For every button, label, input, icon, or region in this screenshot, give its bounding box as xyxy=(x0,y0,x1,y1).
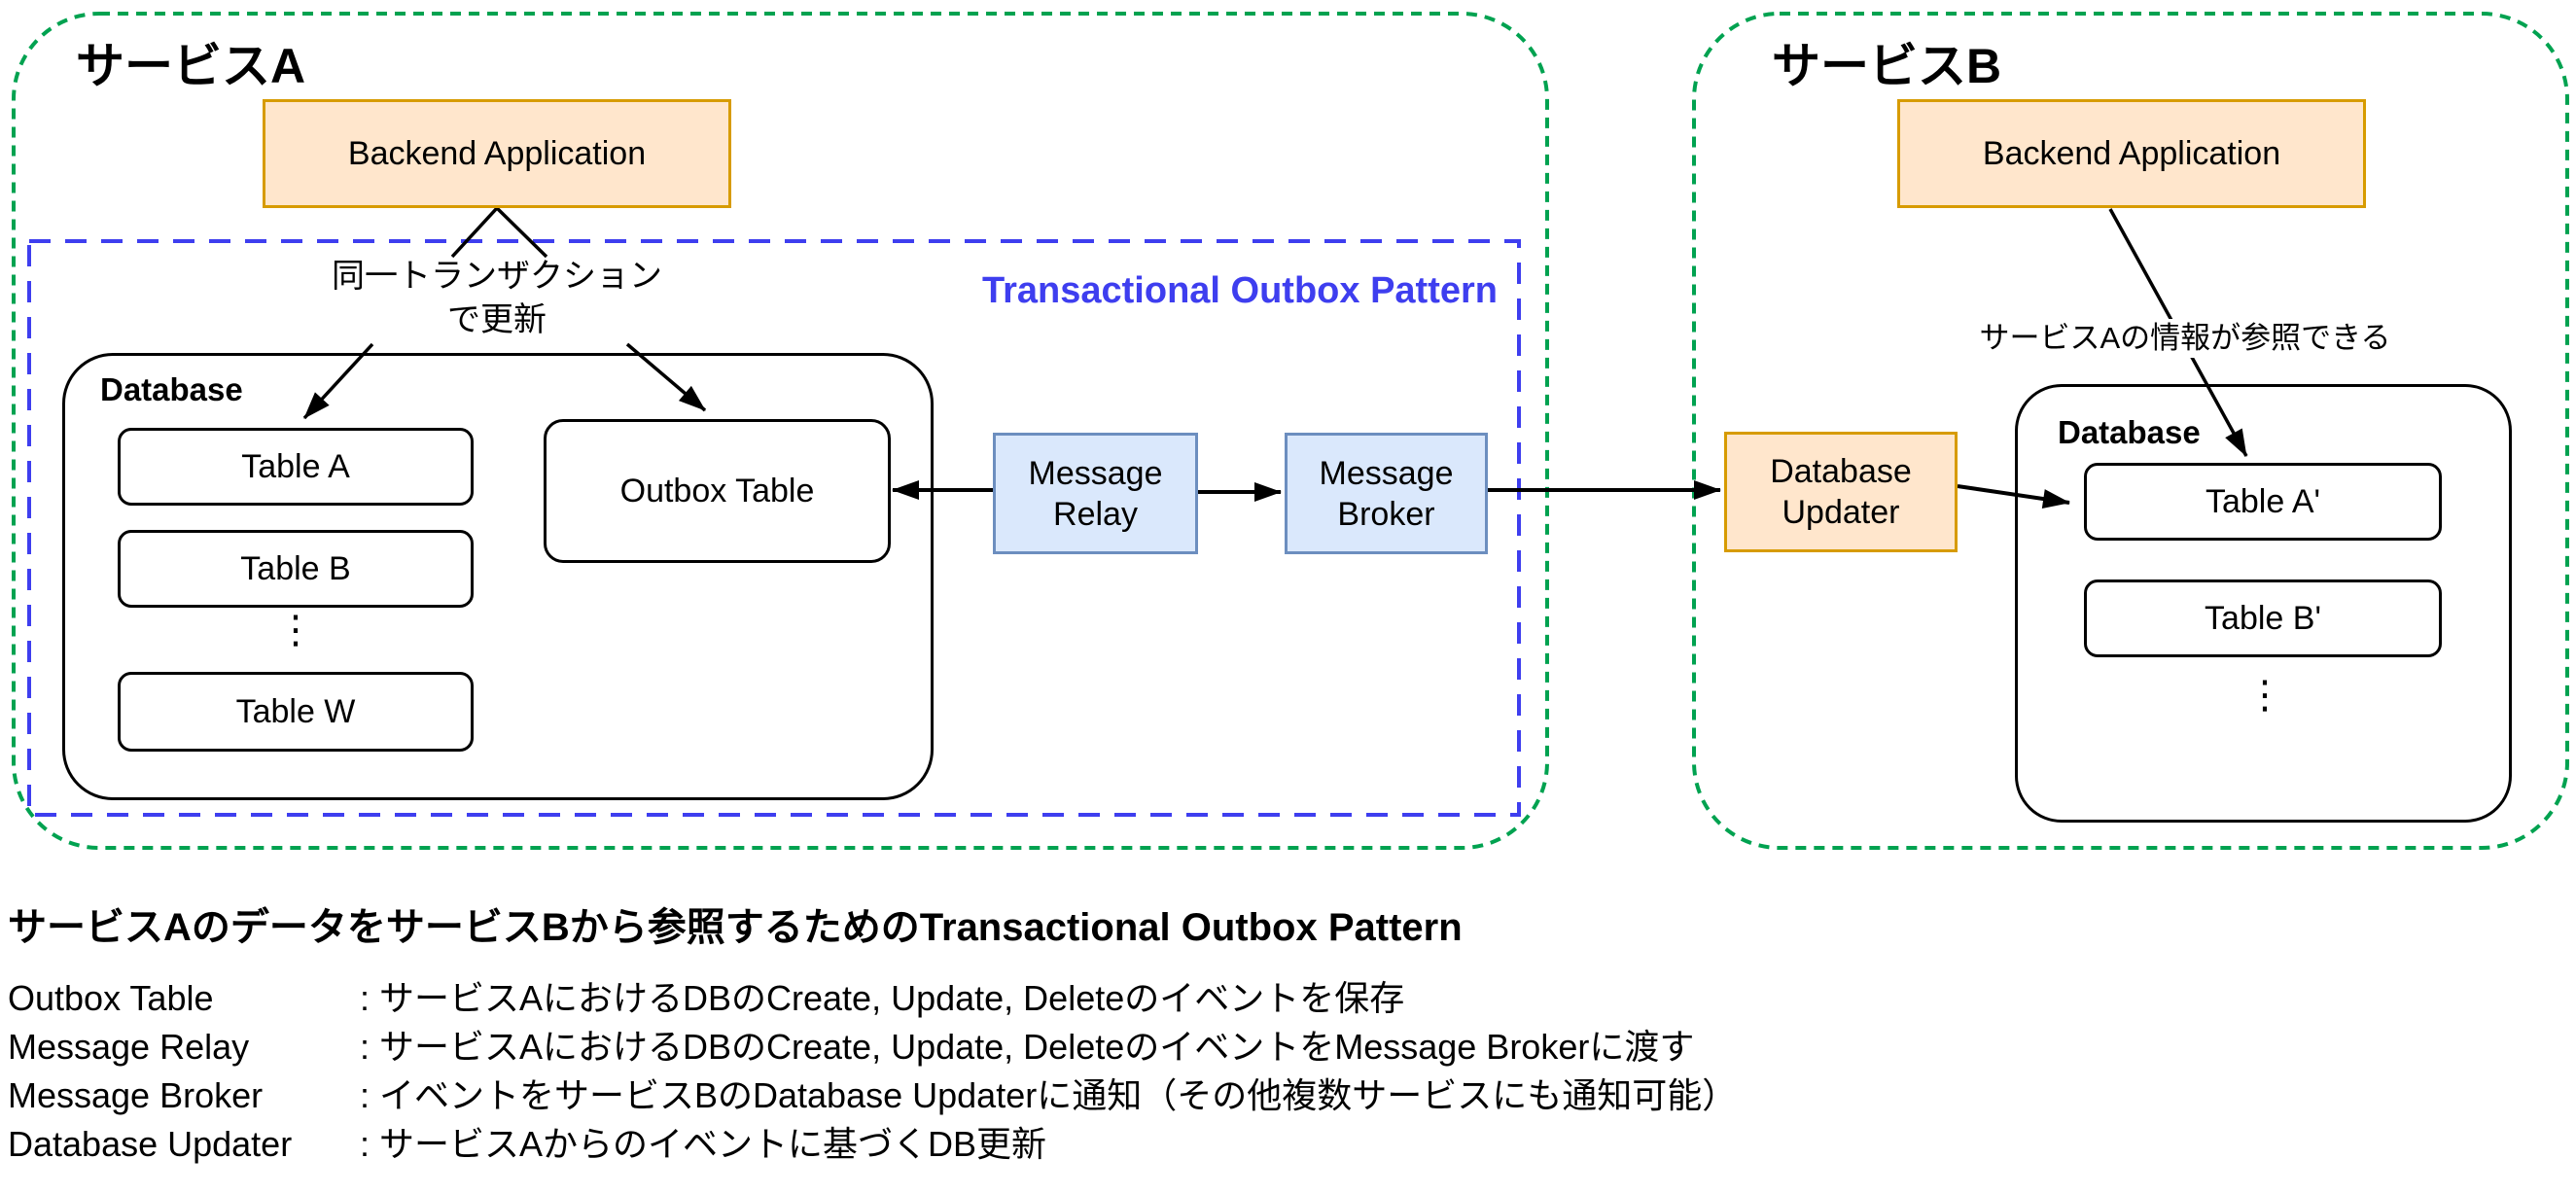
service-a-title: サービスA xyxy=(76,39,306,93)
definition-row-message-relay: Message Relay : サービスAにおけるDBのCreate, Upda… xyxy=(8,1023,2565,1071)
table-a-prime-node: Table A' xyxy=(2084,463,2442,541)
database-b-container: Database Table A' Table B' ⋮ xyxy=(2015,384,2512,823)
backend-application-a-node: Backend Application xyxy=(263,99,731,208)
reference-note: サービスAの情報が参照できる xyxy=(1971,319,2399,358)
definition-row-database-updater: Database Updater : サービスAからのイベントに基づくDB更新 xyxy=(8,1120,2565,1169)
database-a-container: Database Table A Table B ⋮ Table W Outbo… xyxy=(62,353,934,800)
transaction-note: 同一トランザクション で更新 xyxy=(332,258,662,338)
tables-ellipsis-a: ⋮ xyxy=(276,609,315,651)
database-updater-node: Database Updater xyxy=(1724,432,1958,552)
table-a-prime-label: Table A' xyxy=(2205,483,2321,520)
definition-row-outbox-table: Outbox Table : サービスAにおけるDBのCreate, Updat… xyxy=(8,974,2565,1023)
definition-description: : サービスAからのイベントに基づくDB更新 xyxy=(360,1124,1047,1164)
definition-term: Message Relay xyxy=(8,1027,250,1067)
database-b-title: Database xyxy=(2058,414,2201,450)
fork-line-right xyxy=(495,206,548,259)
outbox-pattern-boundary xyxy=(27,239,1521,817)
message-broker-label: Message Broker xyxy=(1319,454,1454,533)
backend-application-a-label: Backend Application xyxy=(347,135,647,172)
caption-title: サービスAのデータをサービスBから参照するためのTransactional Ou… xyxy=(8,906,1463,949)
table-b-node: Table B xyxy=(118,530,474,608)
table-w-node: Table W xyxy=(118,672,474,752)
outbox-table-label: Outbox Table xyxy=(619,473,815,509)
definition-description: : イベントをサービスBのDatabase Updaterに通知（その他複数サー… xyxy=(360,1075,1738,1115)
table-a-node: Table A xyxy=(118,428,474,506)
arrow-updater-to-table-a2 xyxy=(1957,484,2070,509)
fork-line-left xyxy=(450,206,499,259)
outbox-table-node: Outbox Table xyxy=(544,419,891,563)
table-b-label: Table B xyxy=(240,550,351,587)
outbox-pattern-title: Transactional Outbox Pattern xyxy=(982,270,1498,311)
definition-description: : サービスAにおけるDBのCreate, Update, Deleteのイベン… xyxy=(360,978,1405,1018)
message-broker-node: Message Broker xyxy=(1285,433,1488,554)
definition-description: : サービスAにおけるDBのCreate, Update, Deleteのイベン… xyxy=(360,1027,1695,1067)
database-a-title: Database xyxy=(100,371,243,407)
service-a-boundary xyxy=(12,12,1549,850)
definition-term: Database Updater xyxy=(8,1124,293,1164)
table-b-prime-node: Table B' xyxy=(2084,579,2442,657)
service-b-title: サービスB xyxy=(1772,39,2002,93)
tables-ellipsis-b: ⋮ xyxy=(2245,674,2284,717)
message-relay-label: Message Relay xyxy=(1028,454,1163,533)
backend-application-b-node: Backend Application xyxy=(1897,99,2366,208)
backend-application-b-label: Backend Application xyxy=(1982,135,2281,172)
database-updater-label: Database Updater xyxy=(1770,453,1912,531)
table-w-label: Table W xyxy=(235,693,356,730)
definition-term: Message Broker xyxy=(8,1075,264,1115)
definition-term: Outbox Table xyxy=(8,978,214,1018)
arrow-update-table-a xyxy=(302,342,374,420)
definition-row-message-broker: Message Broker : イベントをサービスBのDatabase Upd… xyxy=(8,1071,2565,1120)
service-b-boundary xyxy=(1692,12,2569,850)
definition-list: Outbox Table : サービスAにおけるDBのCreate, Updat… xyxy=(8,974,2565,1169)
message-relay-node: Message Relay xyxy=(993,433,1198,554)
table-b-prime-label: Table B' xyxy=(2205,600,2321,637)
table-a-label: Table A xyxy=(241,448,350,485)
